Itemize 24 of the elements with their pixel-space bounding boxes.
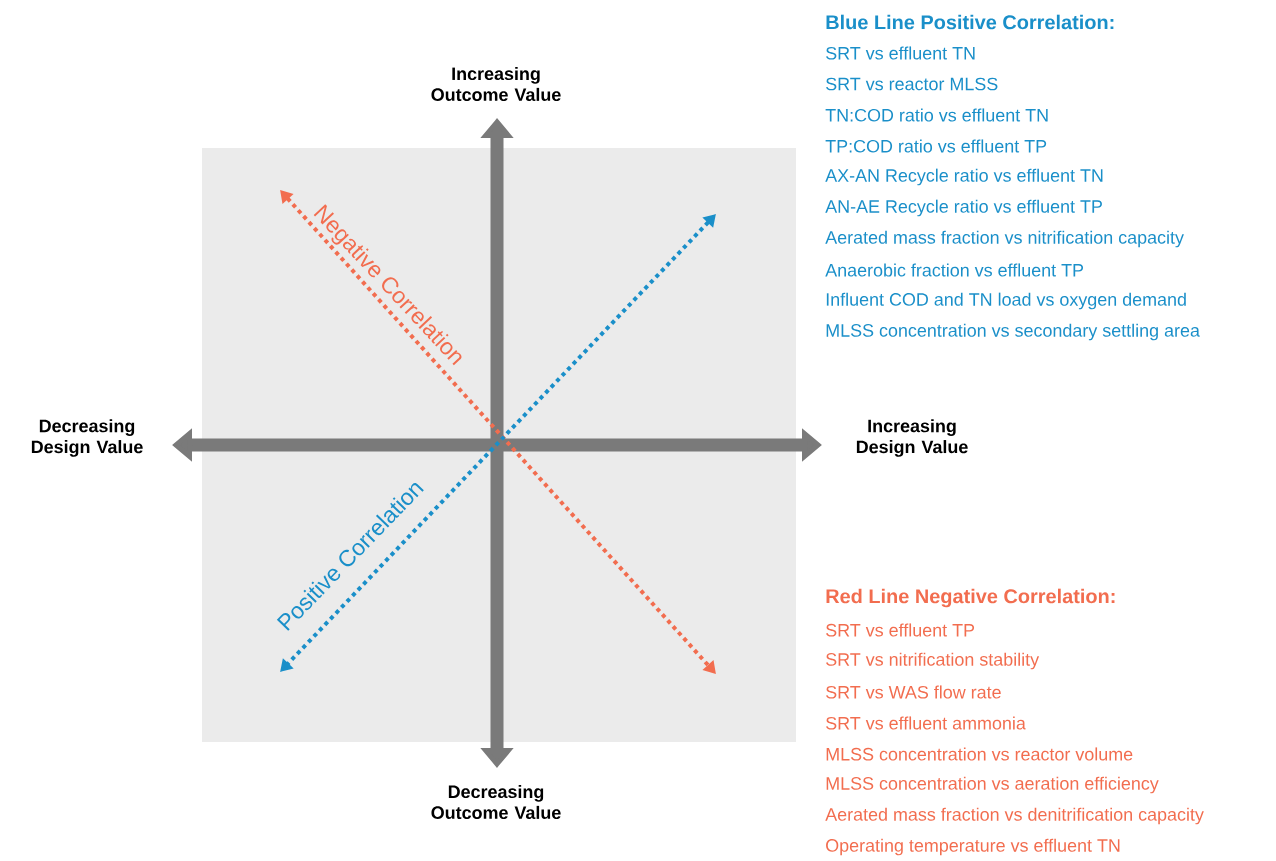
list-heading: Blue Line Positive Correlation: [826,14,1114,30]
axis-label: Decreasing Design Value [31,419,143,457]
list-item: MLSS concentration vs reactor volume [826,747,1133,761]
list-heading: Red Line Negative Correlation: [826,588,1115,608]
axis-label: Increasing Design Value [856,419,968,457]
list-item: TN:COD ratio vs effluent TN [825,108,1048,122]
list-item: SRT vs nitrification stability [826,652,1040,670]
list-item: SRT vs WAS flow rate [826,685,1001,699]
list-item: Aerated mass fraction vs nitrification capacity [825,230,1184,248]
list-item: TP:COD ratio vs effluent TP [825,139,1047,153]
list-item: Aerated mass fraction vs denitrification capacity [825,807,1204,825]
list-item: SRT vs effluent TN [826,46,975,60]
list-item: SRT vs effluent ammonia [826,716,1026,730]
list-item: Operating temperature vs effluent TN [826,838,1120,856]
list-item: MLSS concentration vs aeration efficiency [826,776,1159,794]
list-item: AX-AN Recycle ratio vs effluent TN [825,168,1103,186]
list-item: MLSS concentration vs secondary settling area [826,323,1200,341]
list-item: Influent COD and TN load vs oxygen demand [826,292,1186,310]
list-item: Anaerobic fraction vs effluent TP [825,263,1084,277]
list-item: SRT vs reactor MLSS [826,77,998,91]
axis-label: Increasing Outcome Value [431,66,561,102]
list-item: AN-AE Recycle ratio vs effluent TP [825,199,1102,217]
list-item: SRT vs effluent TP [826,623,975,637]
axis-label: Decreasing Outcome Value [431,784,561,820]
